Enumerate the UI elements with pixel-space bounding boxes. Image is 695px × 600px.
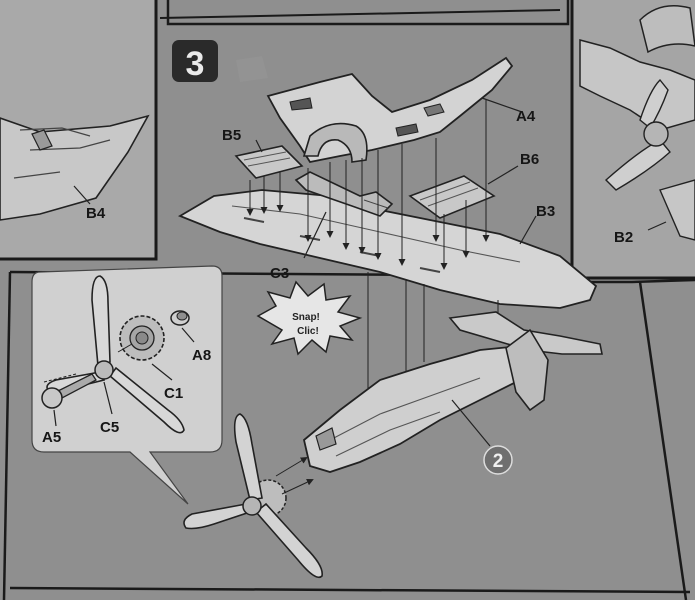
snap-text: Snap! bbox=[292, 312, 320, 323]
part-label-b3: B3 bbox=[536, 203, 555, 220]
part-c5-blade-top bbox=[91, 275, 111, 368]
assembly-guide-lines bbox=[246, 100, 499, 400]
part-b6 bbox=[408, 165, 519, 219]
part-label-a8: A8 bbox=[192, 347, 211, 364]
step-number-badge: 3 bbox=[172, 40, 218, 83]
snap-callout: Snap! Clic! bbox=[256, 280, 363, 356]
tail-fin bbox=[505, 328, 549, 412]
part-c5-hub bbox=[94, 360, 114, 380]
fuselage-assembly: 2 bbox=[302, 311, 603, 475]
part-b5 bbox=[234, 139, 304, 179]
part-label-c5: C5 bbox=[100, 419, 119, 436]
previous-step-panel: B4 bbox=[0, 0, 158, 261]
part-label-c3: C3 bbox=[270, 265, 289, 282]
fuselage-number: 2 bbox=[493, 451, 504, 472]
part-label-b2: B2 bbox=[614, 229, 633, 246]
clic-text: Clic! bbox=[297, 326, 319, 337]
part-c3 bbox=[294, 171, 394, 259]
part-a5-head bbox=[41, 387, 63, 409]
part-a4 bbox=[266, 56, 523, 164]
part-label-b6: B6 bbox=[520, 151, 539, 168]
next-step-panel: B2 bbox=[570, 0, 695, 280]
part-label-a5: A5 bbox=[42, 429, 61, 446]
step-number: 3 bbox=[186, 45, 205, 83]
part-c5-blade-right bbox=[108, 366, 185, 434]
assembled-propeller bbox=[183, 413, 323, 579]
part-label-c1: C1 bbox=[164, 385, 183, 402]
fuselage-number-badge bbox=[483, 445, 513, 475]
part-label-a4: A4 bbox=[516, 108, 536, 125]
part-label-b4: B4 bbox=[86, 205, 106, 222]
propeller-subassembly-inset: A8 C1 A5 C5 bbox=[31, 265, 223, 505]
part-label-b5: B5 bbox=[222, 127, 241, 144]
